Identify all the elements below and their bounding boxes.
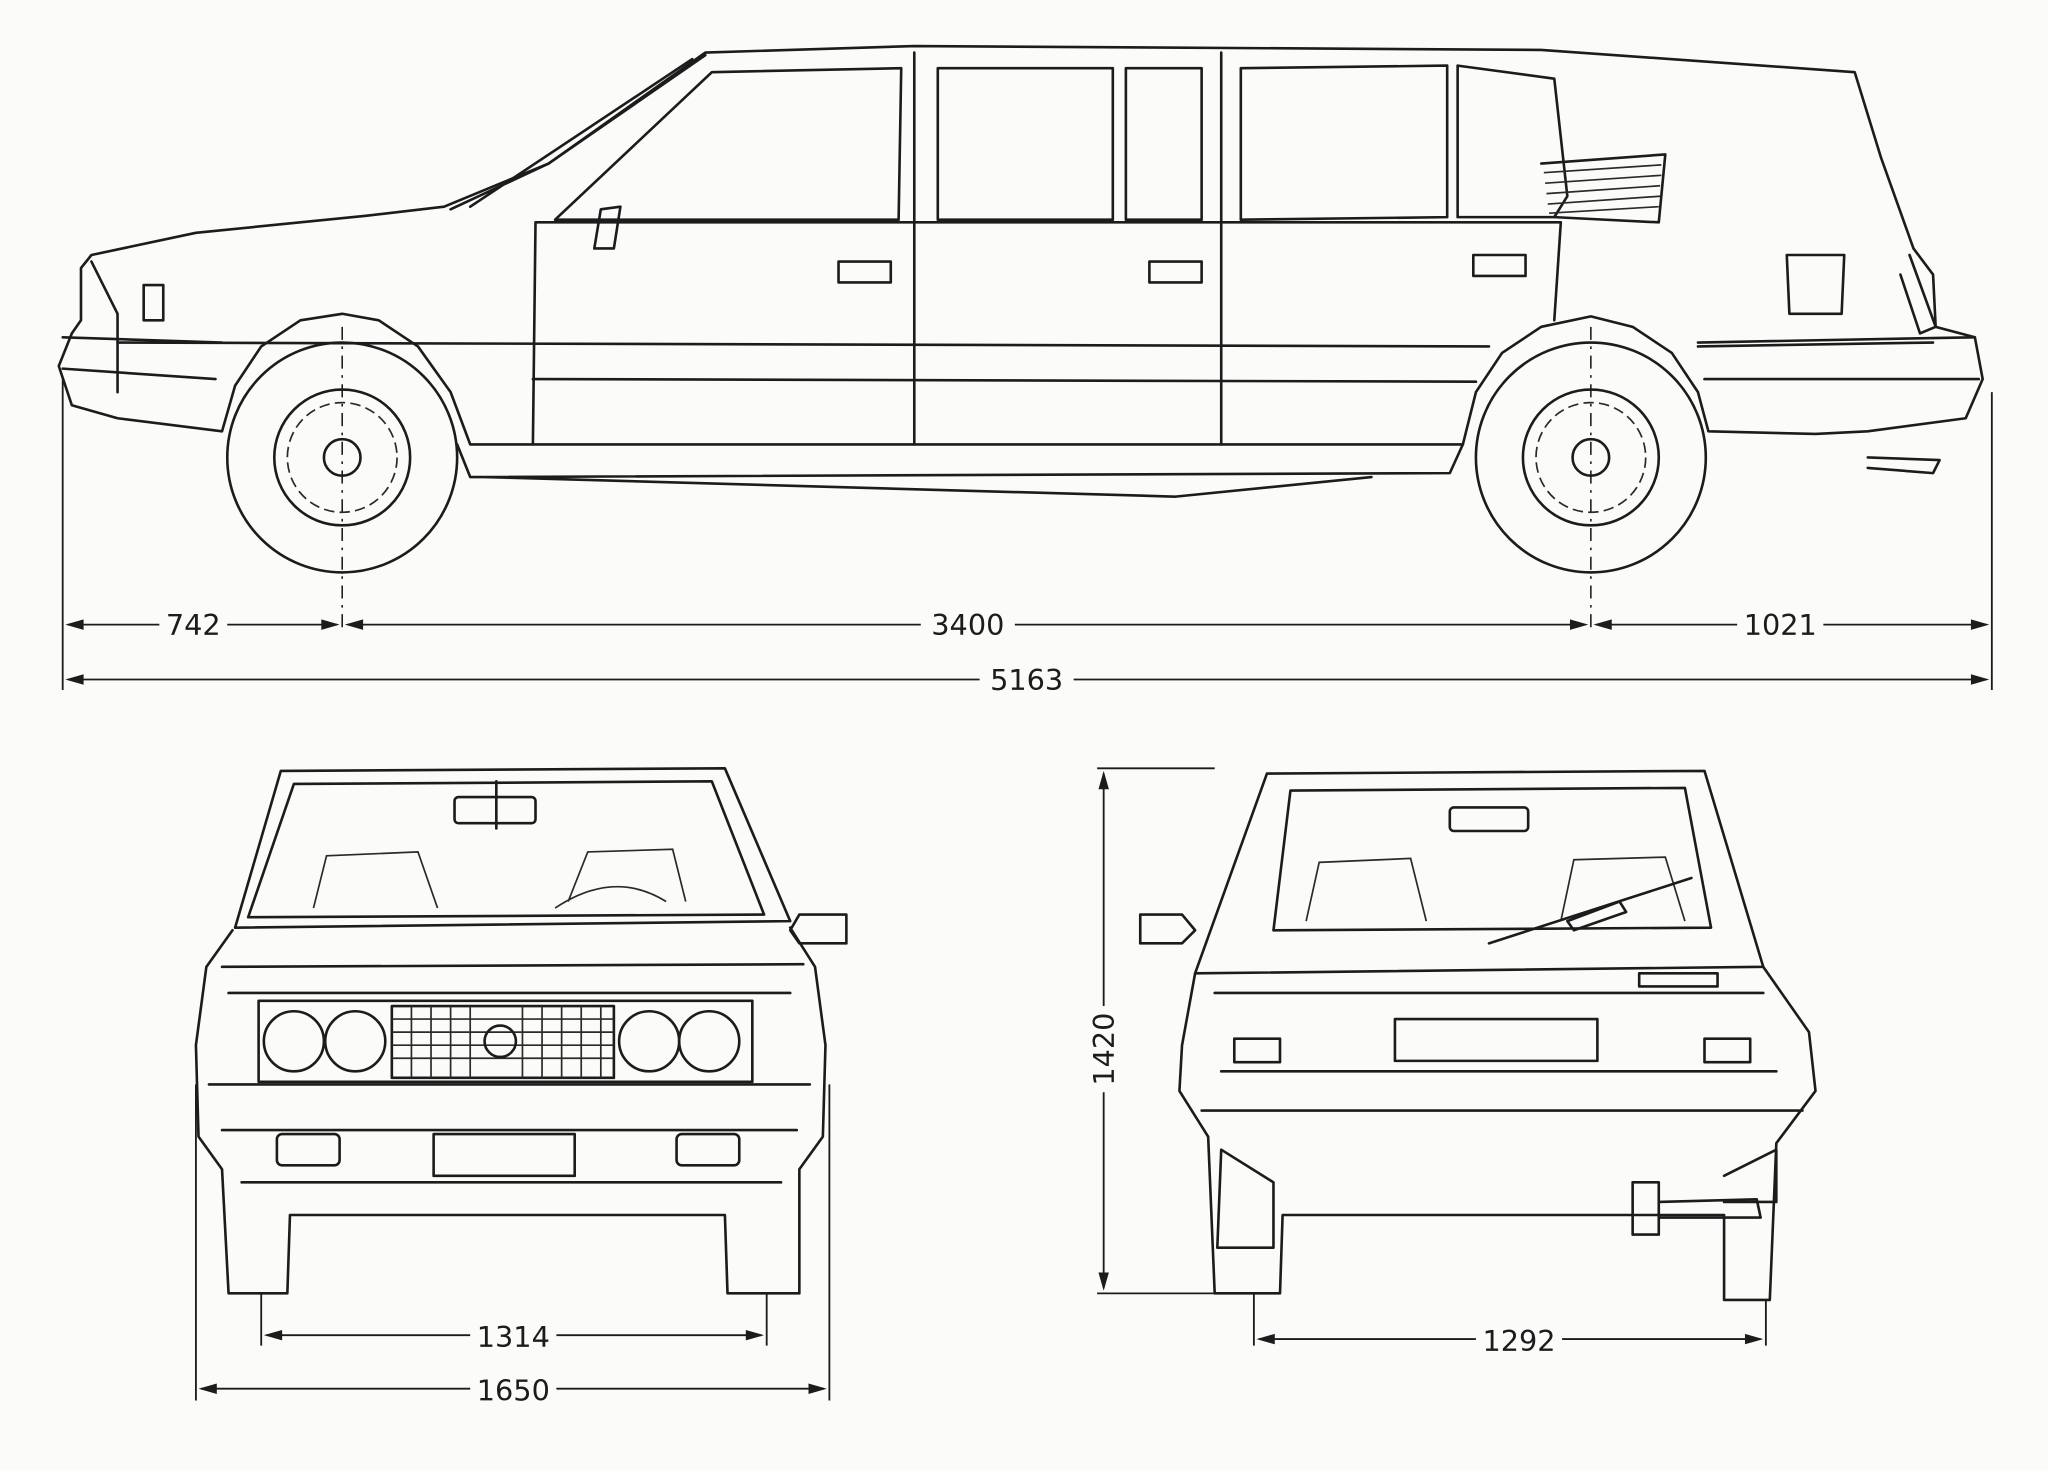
front-seats [312, 848, 687, 909]
side-door-handle-middle [1148, 260, 1203, 284]
front-side-mirror [788, 913, 848, 945]
side-window-front [553, 66, 903, 222]
side-sill [455, 443, 1465, 498]
front-hood-line [220, 962, 805, 995]
dim-overall-height: 1420 [1087, 1013, 1121, 1086]
rear-seats [1305, 856, 1686, 922]
side-bumper-rear [1696, 335, 1981, 381]
front-headlight-right-outer [677, 1009, 741, 1073]
front-grille-mesh [391, 1006, 614, 1078]
front-fog-light-left [275, 1132, 341, 1167]
rear-body-outline [1178, 965, 1817, 1302]
front-grille [390, 1004, 616, 1080]
side-door-lines [531, 51, 1563, 446]
front-bumper [207, 1083, 812, 1184]
dim-rear-overhang: 1021 [1744, 608, 1817, 642]
rear-third-brake-light [1637, 972, 1719, 988]
front-headlight-left-inner [323, 1009, 387, 1073]
dim-front-track: 1314 [477, 1320, 550, 1354]
side-rear-vent [1539, 153, 1667, 224]
dim-wheelbase: 3400 [931, 608, 1004, 642]
rear-tailgate [1200, 991, 1804, 1112]
side-window-middle [936, 66, 1203, 222]
rear-view: 1420 1292 [1085, 767, 1817, 1358]
side-rear-vent-slats [1543, 164, 1662, 215]
front-rear-view-mirror [453, 795, 537, 825]
side-body-outline [57, 44, 1984, 446]
dim-overall-width: 1650 [477, 1373, 550, 1407]
side-windshield [449, 53, 707, 211]
side-mirror [592, 205, 622, 250]
front-headlight-right-inner [617, 1009, 681, 1073]
rear-interior-mirror [1448, 806, 1530, 833]
front-view: 1314 1650 [194, 766, 848, 1407]
front-license-plate [432, 1132, 576, 1178]
front-cabin-outline [233, 766, 792, 929]
side-door-handle-rear [1472, 253, 1527, 278]
side-headlight [90, 260, 165, 394]
dim-front-overhang: 742 [166, 608, 221, 642]
front-headlight-left-outer [262, 1009, 326, 1073]
side-door-handle-front [837, 260, 893, 284]
side-taillight [1899, 253, 1937, 335]
rear-license-plate [1393, 1017, 1599, 1063]
front-fog-light-right [675, 1132, 741, 1167]
dim-rear-track: 1292 [1482, 1324, 1555, 1358]
front-grille-panel [257, 999, 754, 1084]
rear-tow-hitch [1631, 1181, 1762, 1236]
dim-overall-length: 5163 [990, 663, 1063, 697]
rear-mudflaps [1216, 1148, 1778, 1249]
side-body-moulding [116, 341, 1935, 383]
exhaust-pipe [1866, 456, 1941, 475]
side-window-rear [1239, 64, 1569, 222]
rear-side-mirror [1138, 913, 1197, 945]
side-view [57, 44, 1984, 574]
side-fuel-flap [1785, 253, 1846, 316]
rear-wiper [1487, 876, 1693, 945]
front-windshield [246, 780, 766, 919]
side-dimensions: 742 3400 1021 5163 [61, 326, 1993, 698]
rear-window [1272, 786, 1713, 932]
front-body-outline [194, 926, 827, 1295]
rear-light-left [1232, 1037, 1282, 1064]
front-badge [483, 1024, 518, 1059]
rear-light-right [1703, 1037, 1752, 1064]
